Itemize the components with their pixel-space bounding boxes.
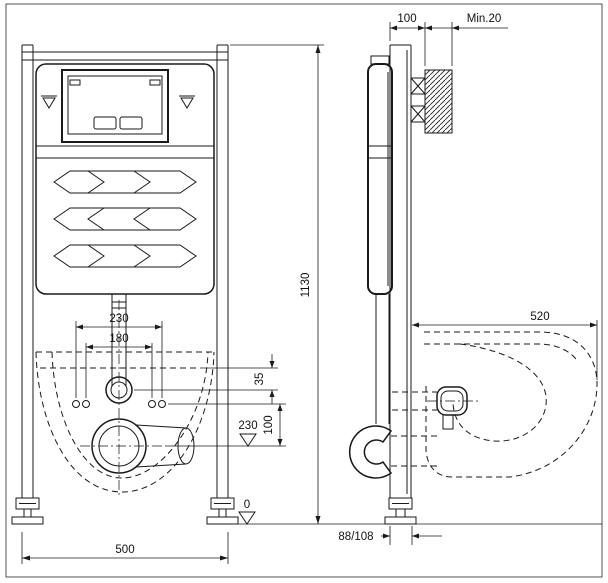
dim-hole-spacing-inner: 180 <box>85 333 153 398</box>
datum-floor-zero: 0 <box>238 499 256 525</box>
waste-elbow <box>349 425 393 479</box>
dim-label-180: 180 <box>109 333 128 345</box>
foot-left <box>11 497 44 525</box>
inlet-flange <box>105 376 133 404</box>
foot-right <box>206 497 239 525</box>
dim-label-min20: Min.20 <box>467 13 502 25</box>
fixing-holes <box>72 400 166 408</box>
dim-outlet-drop-100: 100 <box>80 403 286 447</box>
dim-label-520: 520 <box>530 311 549 323</box>
water-level-symbol-left <box>41 95 57 109</box>
dim-label-88-108: 88/108 <box>338 531 373 543</box>
dim-label-230-outer: 230 <box>109 313 128 325</box>
dim-overall-width-500: 500 <box>21 532 229 564</box>
dim-label-100-front: 100 <box>263 415 275 434</box>
dim-hole-spacing-outer: 230 <box>75 313 163 398</box>
dim-wall-min-thickness: Min.20 <box>425 13 508 66</box>
side-frame-rail <box>389 44 412 498</box>
bowl-outline-front <box>35 351 215 493</box>
inlet-connector-side <box>392 386 480 430</box>
flush-button-small <box>119 116 143 130</box>
dim-profile-depth: 88/108 <box>338 526 442 545</box>
side-view <box>349 44 598 525</box>
dim-label-1130: 1130 <box>300 273 312 298</box>
dim-label-35: 35 <box>254 373 266 386</box>
wall-section-hatch <box>424 69 453 134</box>
sheet-border <box>5 3 603 578</box>
front-view <box>11 44 239 525</box>
cistern-flow-ribbons <box>53 170 197 268</box>
foot-side <box>384 497 417 525</box>
datum-label-230: 230 <box>238 420 257 432</box>
front-frame-rails <box>21 44 229 498</box>
front-cistern <box>35 63 215 295</box>
dim-label-500: 500 <box>115 544 134 556</box>
dim-label-100-side: 100 <box>397 13 416 25</box>
datum-outlet-height: 230 <box>238 420 258 447</box>
wall-anchor-brackets <box>410 77 426 123</box>
flush-access-plate <box>61 69 169 143</box>
dim-wall-offset-100: 100 <box>389 13 426 66</box>
water-level-symbol-right <box>179 95 195 109</box>
dim-seat-offset-35: 35 <box>134 354 278 404</box>
dim-installation-depth-520: 520 <box>412 311 598 380</box>
dim-overall-height-1130: 1130 <box>230 44 324 524</box>
side-cistern <box>367 55 393 295</box>
bowl-outline-side <box>424 331 598 478</box>
flush-pipe-side <box>375 294 390 424</box>
datum-label-0: 0 <box>244 499 250 511</box>
flush-button-large <box>93 116 117 130</box>
